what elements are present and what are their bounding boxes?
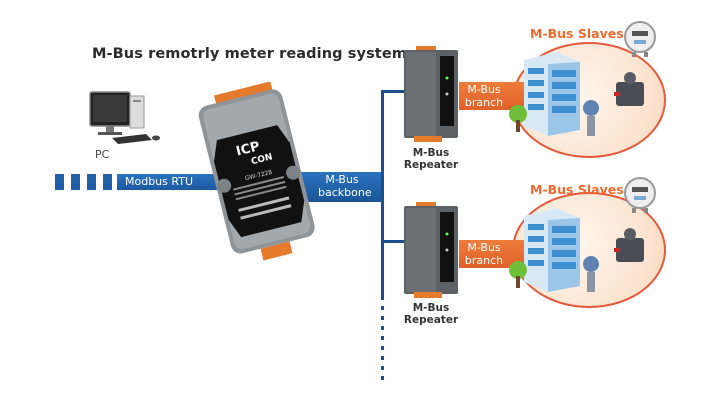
branch-label-line1: M-Bus <box>467 83 501 96</box>
branch-label: M-Bus branch <box>462 241 506 267</box>
modbus-rtu-link: Modbus RTU <box>117 174 225 190</box>
backbone-tap-lower <box>383 240 405 243</box>
pressure-transmitter-icon <box>583 100 599 136</box>
gateway-brand: ICP <box>235 139 262 159</box>
repeater-label-line2: Repeater <box>403 159 459 171</box>
repeater-label-line1: M-Bus <box>412 147 450 159</box>
pressure-transmitter-icon <box>583 256 599 292</box>
repeater-label: M-Bus Repeater <box>396 302 466 326</box>
slaves-label: M-Bus Slaves <box>530 26 624 41</box>
repeater-device-icon <box>404 46 458 142</box>
pc-label: PC <box>95 148 110 161</box>
modbus-dash <box>87 174 96 190</box>
backbone-continuation-dot <box>381 376 384 380</box>
backbone-continuation-dot <box>381 306 384 310</box>
backbone-continuation-dot <box>381 346 384 350</box>
repeater-label: M-Bus Repeater <box>396 147 466 171</box>
valve-actuator-icon <box>614 72 644 106</box>
desktop-computer-icon <box>89 91 160 144</box>
slaves-label: M-Bus Slaves <box>530 182 624 197</box>
diagram-title: M-Bus remotrly meter reading system <box>92 46 407 62</box>
branch-label: M-Bus branch <box>462 83 506 109</box>
modbus-dash <box>103 174 112 190</box>
tree-icon <box>509 105 527 132</box>
electric-meter-icon <box>624 177 656 213</box>
gateway-device-icon: ICP CON GW-7228 <box>198 82 315 261</box>
valve-actuator-icon <box>614 228 644 262</box>
tree-icon <box>509 261 527 288</box>
branch-label-line2: branch <box>464 96 504 109</box>
backbone-label: M-Bus backbone <box>318 173 372 199</box>
backbone-continuation-dot <box>381 336 384 340</box>
repeater-label-line2: Repeater <box>403 314 459 326</box>
repeater-label-line1: M-Bus <box>412 302 450 314</box>
backbone-tap-upper <box>383 90 405 93</box>
modbus-dash <box>71 174 80 190</box>
electric-meter-icon <box>624 21 656 57</box>
backbone-continuation-dot <box>381 366 384 370</box>
backbone-label-line1: M-Bus <box>325 173 359 186</box>
backbone-continuation-dot <box>381 316 384 320</box>
backbone-vertical-line <box>381 90 384 300</box>
backbone-label-line2: backbone <box>318 186 372 199</box>
repeater-device-icon <box>404 202 458 298</box>
mbus-backbone-link <box>300 172 382 202</box>
branch-label-line1: M-Bus <box>467 241 501 254</box>
backbone-continuation-dot <box>381 326 384 330</box>
building-icon <box>524 208 580 292</box>
branch-label-line2: branch <box>464 254 504 267</box>
modbus-dash <box>55 174 64 190</box>
backbone-continuation-dot <box>381 356 384 360</box>
building-icon <box>524 52 580 136</box>
